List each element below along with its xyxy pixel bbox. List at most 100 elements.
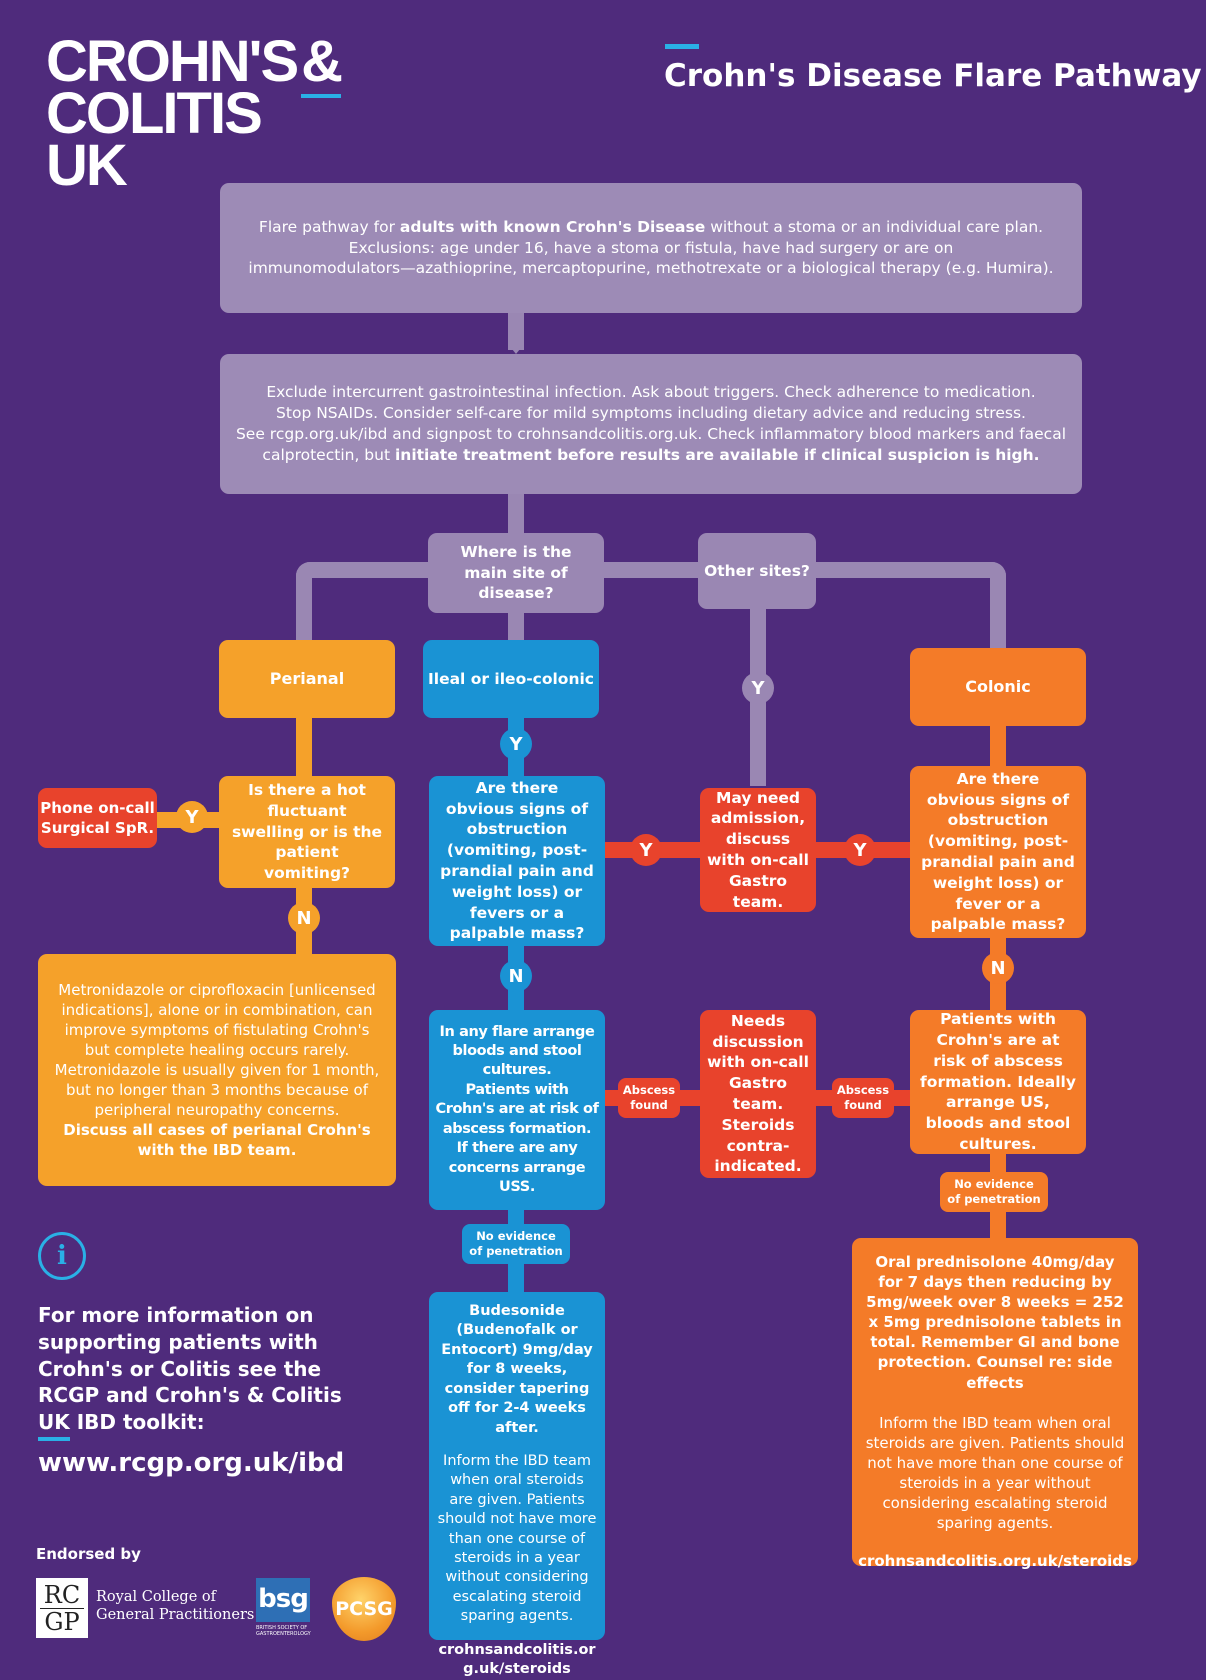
yes-marker-other: Y — [742, 672, 774, 704]
endorsed-label: Endorsed by — [36, 1545, 141, 1563]
connector-arrow — [508, 344, 524, 354]
ileal-question-box: Are there obvious signs of obstruction (… — [429, 776, 605, 946]
connector-intro-assessment — [508, 312, 524, 350]
abscess-found-left-1: Abscess — [622, 1083, 676, 1098]
no-evidence-colonic: No evidence of penetration — [940, 1172, 1048, 1212]
rcgp-line1: Royal College of — [96, 1589, 216, 1605]
assessment-box: Exclude intercurrent gastrointestinal in… — [220, 354, 1082, 494]
connector-horizontal — [296, 562, 1006, 578]
ileal-bloods-p2: Patients with Crohn's are at risk of abs… — [435, 1081, 599, 1137]
site-question: Where is the main site of disease? — [460, 542, 572, 603]
bsg-small2: GASTROENTEROLOGY — [256, 1631, 311, 1637]
intro-line1: Flare pathway for adults with known Croh… — [259, 217, 1043, 238]
assessment-line4: calprotectin, but initiate treatment bef… — [262, 445, 1039, 466]
logo-ampersand: & — [301, 29, 343, 98]
other-sites-box: Other sites? — [698, 533, 816, 609]
no-marker-perianal: N — [288, 902, 320, 934]
intro-line1-post: without a stoma or an individual care pl… — [705, 217, 1044, 236]
colonic-question-box: Are there obvious signs of obstruction (… — [910, 766, 1086, 938]
assessment-line4-pre: calprotectin, but — [262, 445, 395, 464]
colonic-abscess-box: Patients with Crohn's are at risk of abs… — [910, 1010, 1086, 1154]
intro-box: Flare pathway for adults with known Croh… — [220, 183, 1082, 313]
connector-colonic-down — [990, 562, 1006, 648]
abscess-found-right-2: found — [844, 1098, 882, 1112]
assessment-line1: Exclude intercurrent gastrointestinal in… — [266, 383, 1036, 402]
no-evidence-ileal-2: of penetration — [469, 1244, 563, 1258]
logo: CROHN'S& COLITIS UK — [46, 29, 343, 198]
abscess-found-right-1: Abscess — [836, 1083, 890, 1098]
intro-line3: immunomodulators—azathioprine, mercaptop… — [248, 259, 1054, 278]
ileal-box: Ileal or ileo-colonic — [423, 640, 599, 718]
no-evidence-ileal: No evidence of penetration — [462, 1224, 570, 1264]
colonic-question: Are there obvious signs of obstruction (… — [921, 769, 1075, 934]
bsg-small1: BRITISH SOCIETY OF — [256, 1625, 308, 1631]
abscess-found-right: Abscess found — [832, 1078, 894, 1118]
prednisolone-body: Inform the IBD team when oral steroids a… — [865, 1413, 1125, 1533]
needs-discussion: Needs discussion with on-call Gastro tea… — [707, 1011, 809, 1176]
perianal-question-box: Is there a hot fluctuant swelling or is … — [219, 776, 395, 888]
rcgp-mark-top: RC — [40, 1582, 84, 1609]
abscess-found-left-2: found — [630, 1098, 668, 1112]
perianal-treatment-body: Metronidazole or ciprofloxacin [unlicens… — [54, 980, 380, 1120]
no-marker-ileal: N — [500, 960, 532, 992]
abscess-found-left: Abscess found — [618, 1078, 680, 1118]
assessment-line3: See rcgp.org.uk/ibd and signpost to croh… — [235, 425, 1067, 443]
logo-line1: CROHN'S — [46, 29, 299, 94]
title-accent — [665, 44, 699, 49]
yes-marker-ileal-admission: Y — [630, 834, 662, 866]
rcgp-line2: General Practitioners — [96, 1607, 255, 1623]
perianal-question: Is there a hot fluctuant swelling or is … — [231, 781, 383, 883]
colonic-box: Colonic — [910, 648, 1086, 726]
prednisolone-box: Oral prednisolone 40mg/day for 7 days th… — [852, 1238, 1138, 1570]
perianal-treatment-bold: Discuss all cases of perianal Crohn's wi… — [63, 1121, 371, 1160]
info-icon-glyph: i — [57, 1241, 67, 1271]
intro-line1-bold: adults with known Crohn's Disease — [399, 217, 706, 236]
yes-marker-colonic-admission: Y — [844, 834, 876, 866]
colonic-label: Colonic — [965, 677, 1031, 697]
rcgp-mark-bottom: GP — [44, 1608, 80, 1636]
perianal-box: Perianal — [219, 640, 395, 718]
budesonide-body: Inform the IBD team when oral steroids a… — [437, 1452, 597, 1625]
intro-line2: Exclusions: age under 16, have a stoma o… — [348, 238, 954, 257]
no-evidence-colonic-2: of penetration — [947, 1192, 1041, 1206]
pcsg-logo: PCSG — [332, 1577, 396, 1641]
info-icon: i — [38, 1232, 86, 1280]
pcsg-text: PCSG — [335, 1598, 393, 1620]
prednisolone-bold: Oral prednisolone 40mg/day for 7 days th… — [866, 1253, 1124, 1392]
phone-surgical: Phone on-call Surgical SpR. — [40, 798, 155, 837]
connector-colonic-q — [990, 724, 1006, 772]
admission: May need admission, discuss with on-call… — [707, 788, 809, 911]
admission-box: May need admission, discuss with on-call… — [700, 788, 816, 912]
yes-marker-ileal: Y — [500, 728, 532, 760]
site-question-box: Where is the main site of disease? — [428, 533, 604, 613]
rcgp-name: Royal College of General Practitioners — [96, 1588, 254, 1624]
info-url[interactable]: www.rcgp.org.uk/ibd — [38, 1448, 345, 1478]
no-marker-colonic: N — [982, 952, 1014, 984]
perianal-label: Perianal — [269, 669, 345, 689]
info-accent — [38, 1437, 70, 1441]
rcgp-logo: RC GP — [36, 1578, 88, 1638]
bsg-mark: bsg — [256, 1578, 310, 1622]
ileal-bloods-box: In any flare arrange bloods and stool cu… — [429, 1010, 605, 1210]
colonic-abscess: Patients with Crohn's are at risk of abs… — [920, 1010, 1076, 1153]
needs-discussion-box: Needs discussion with on-call Gastro tea… — [700, 1010, 816, 1178]
connector-perianal-down — [296, 562, 312, 640]
no-evidence-colonic-1: No evidence — [954, 1177, 1034, 1192]
connector-perianal-q — [296, 718, 312, 778]
intro-line1-pre: Flare pathway for — [258, 217, 400, 236]
connector-assessment-site — [508, 492, 524, 534]
budesonide-bold: Budesonide (Budenofalk or Entocort) 9mg/… — [441, 1303, 593, 1436]
logo-line2: COLITIS UK — [46, 81, 263, 198]
yes-marker-perianal: Y — [176, 801, 208, 833]
prednisolone-link[interactable]: crohnsandcolitis.org.uk/steroids — [858, 1552, 1132, 1571]
assessment-line4-bold: initiate treatment before results are av… — [394, 445, 1040, 464]
other-sites: Other sites? — [704, 561, 810, 580]
ileal-bloods-p3: If there are any concerns arrange USS. — [448, 1140, 586, 1195]
ileal-question: Are there obvious signs of obstruction (… — [440, 778, 594, 943]
bsg-logo: bsg BRITISH SOCIETY OF GASTROENTEROLOGY — [256, 1578, 311, 1640]
phone-surgical-box: Phone on-call Surgical SpR. — [38, 788, 157, 848]
budesonide-link[interactable]: crohnsandcolitis.org.uk/steroids — [438, 1641, 596, 1678]
ileal-label: Ileal or ileo-colonic — [427, 669, 594, 688]
info-text: For more information on supporting patie… — [38, 1303, 342, 1435]
perianal-treatment-box: Metronidazole or ciprofloxacin [unlicens… — [38, 954, 396, 1186]
